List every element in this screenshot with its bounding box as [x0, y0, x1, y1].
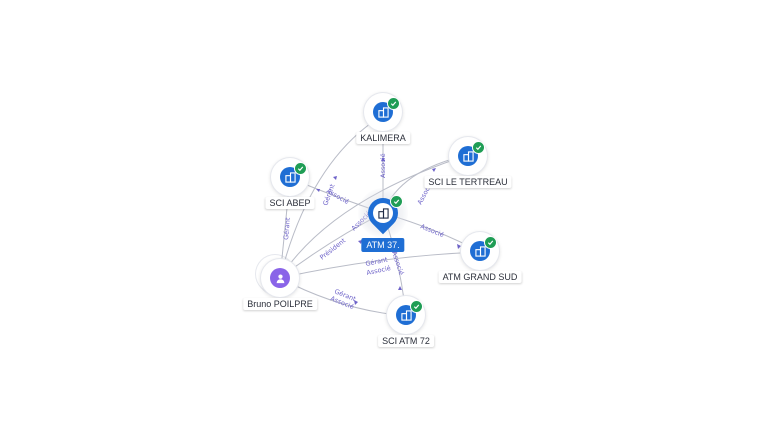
person-label: Bruno POILPRE	[243, 298, 317, 310]
arrow-head	[457, 244, 461, 249]
verified-check-icon	[410, 300, 423, 313]
arrow-head	[358, 240, 362, 244]
arrow-head	[398, 286, 402, 290]
edge-person-le-tertreau	[279, 154, 469, 279]
company-label: SCI ATM 72	[378, 335, 434, 347]
building-icon	[373, 203, 393, 223]
verified-check-icon	[484, 236, 497, 249]
edge-label: Président	[318, 236, 347, 261]
arrow-head	[381, 157, 385, 161]
central-label: ATM 37.	[361, 238, 405, 252]
edge-label: Associé	[419, 222, 445, 239]
verified-check-icon	[387, 97, 400, 110]
company-label: KALIMERA	[356, 132, 410, 144]
company-label: SCI LE TERTREAU	[424, 176, 512, 188]
edge-person-grand-sud	[279, 251, 481, 279]
verified-check-icon	[472, 141, 485, 154]
edge-label: Associé	[379, 153, 387, 178]
company-label: ATM GRAND SUD	[438, 271, 522, 283]
arrow-head	[333, 176, 337, 180]
edge-person-kalimera	[279, 114, 384, 279]
person-icon	[270, 268, 290, 288]
edge-label: Associé	[390, 250, 405, 276]
company-label: SCI ABEP	[265, 197, 315, 209]
arrow-head	[354, 300, 358, 305]
verified-check-icon	[390, 195, 403, 208]
arrow-head	[432, 168, 436, 172]
verified-check-icon	[294, 162, 307, 175]
edge-label: Gérant	[282, 217, 292, 240]
arrow-head	[316, 189, 320, 192]
